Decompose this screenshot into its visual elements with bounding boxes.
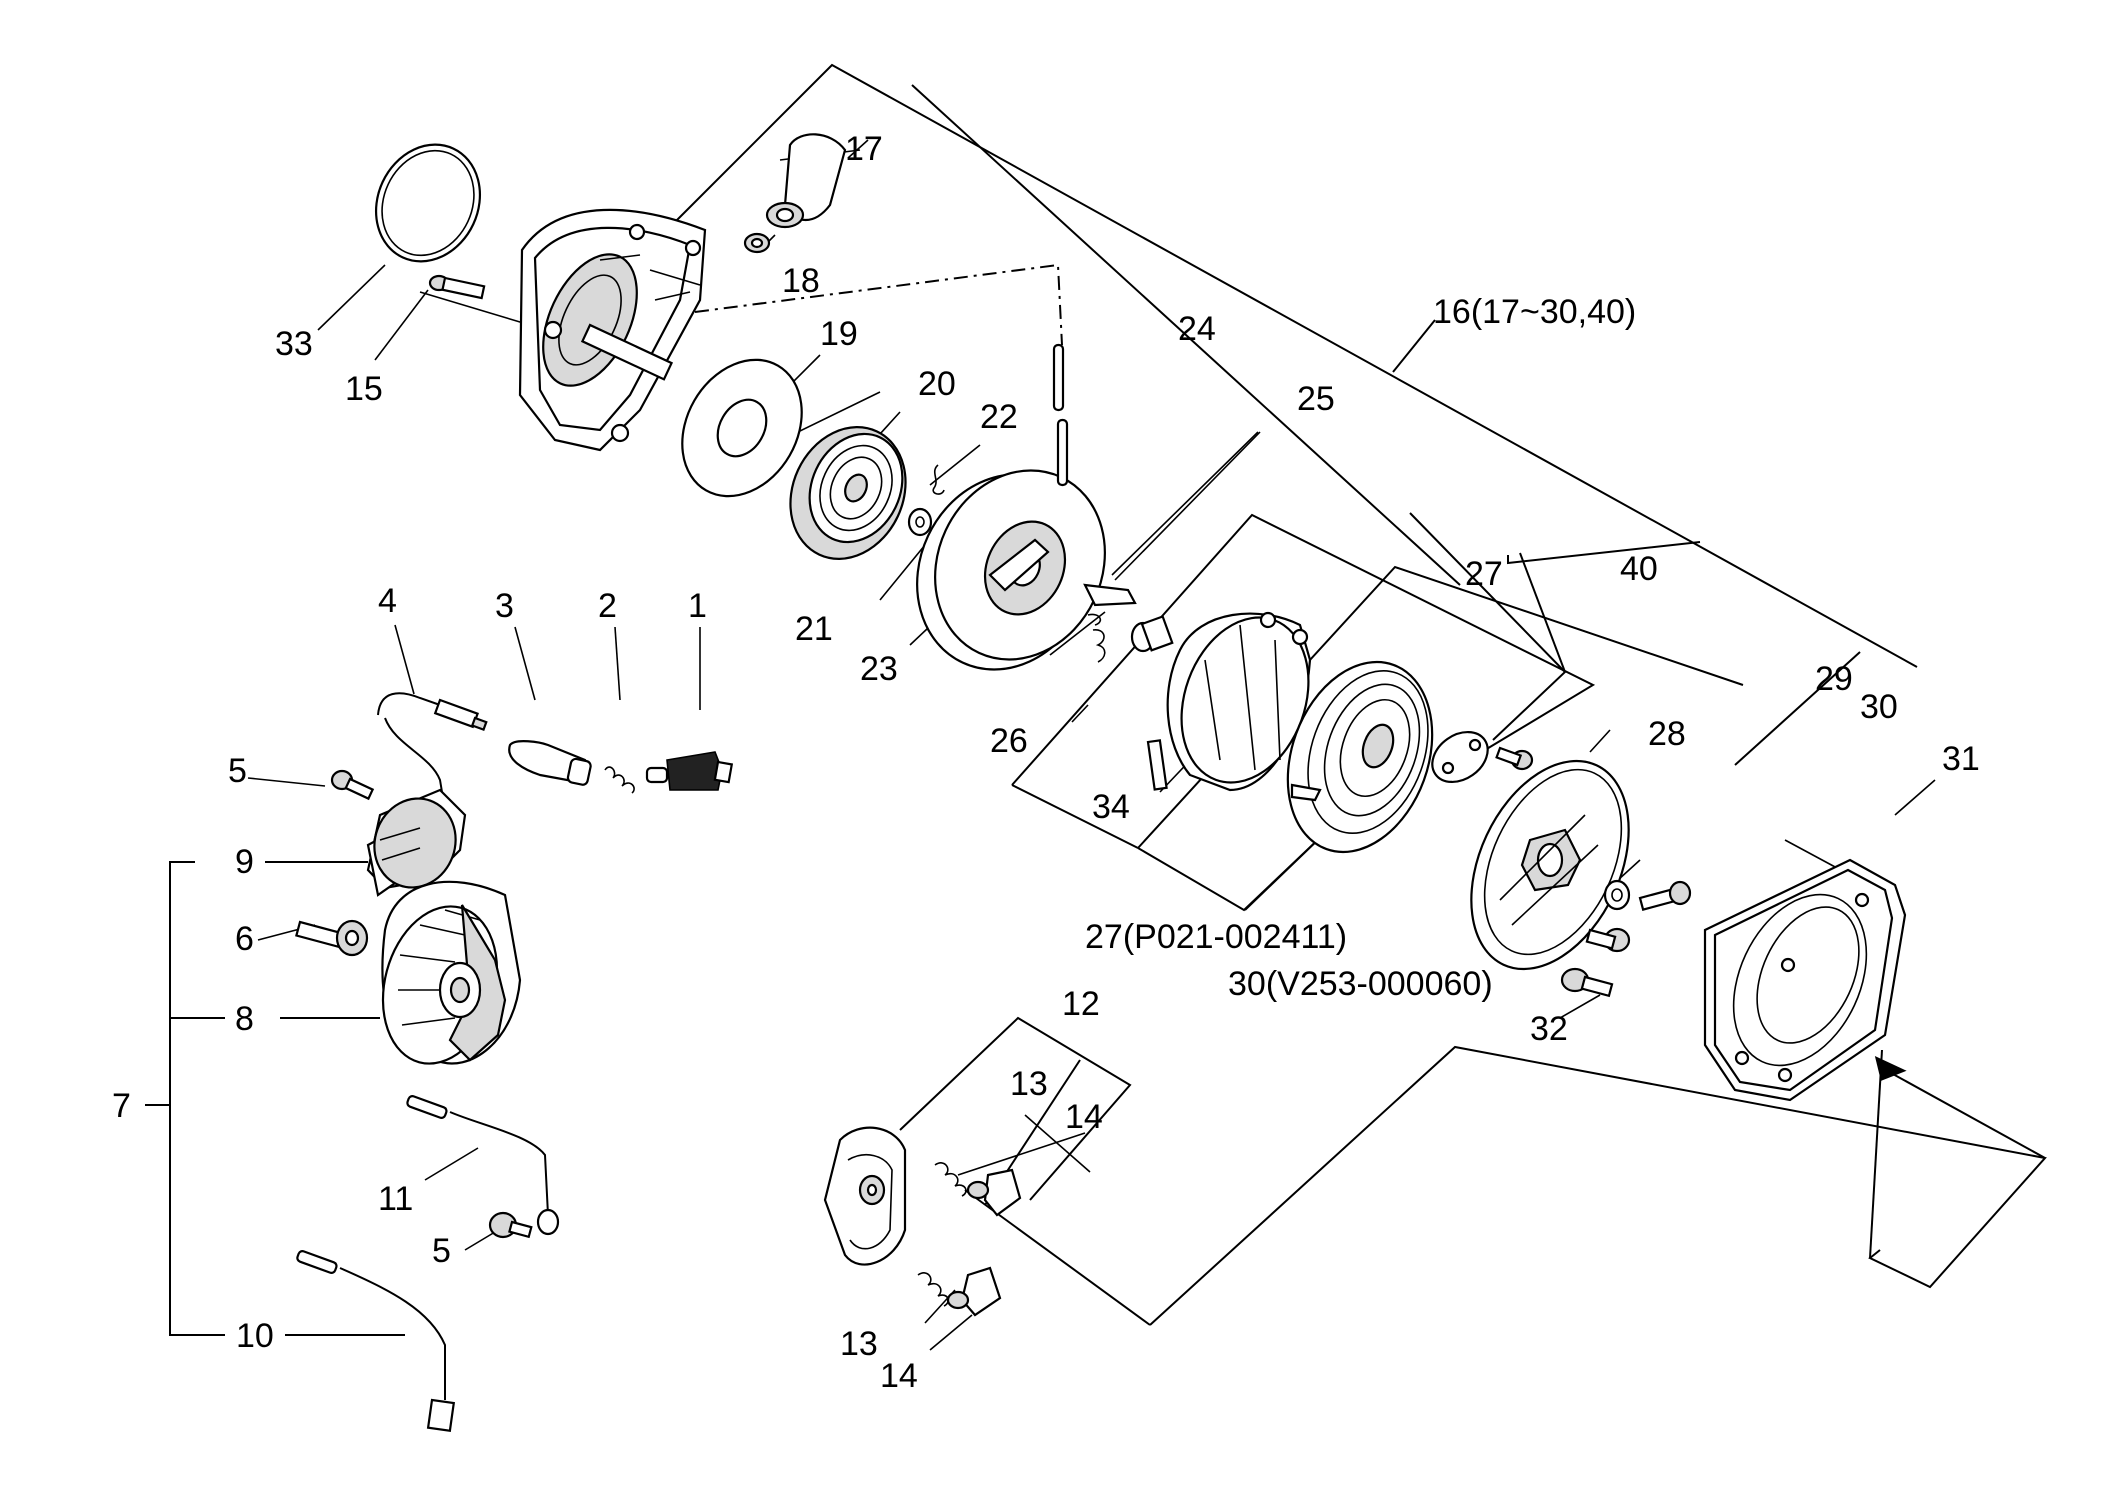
label-4: 4	[378, 582, 397, 620]
label-13-lower: 13	[840, 1325, 878, 1363]
label-30-v253: 30(V253-000060)	[1228, 965, 1493, 1003]
ignition-coil-part	[366, 788, 467, 897]
label-32: 32	[1530, 1010, 1568, 1048]
washer-29-part	[1603, 879, 1631, 911]
screw-30-part	[1638, 880, 1692, 911]
pawl-14-lower-part	[946, 1266, 1002, 1317]
clip-22-part	[932, 464, 945, 495]
drum-case-part	[1166, 611, 1312, 792]
label-23: 23	[860, 650, 898, 688]
label-21: 21	[795, 610, 833, 648]
label-33: 33	[275, 325, 313, 363]
label-30: 30	[1860, 688, 1898, 726]
washer-plate-part	[681, 358, 803, 498]
ignition-lead-part	[377, 692, 488, 811]
label-40: 40	[1620, 550, 1658, 588]
assembly-arrow	[964, 1045, 2047, 1326]
pulley-hub-part	[823, 1126, 907, 1266]
spring-2-part	[604, 766, 635, 794]
ground-wire-part	[406, 1095, 560, 1236]
nut-6-part	[295, 919, 369, 957]
plug-cap-part	[508, 740, 592, 786]
part-labels: 1 2 3 4 5 5 6 7 8 9 10 11 12 13 13 14 14…	[112, 130, 1980, 1395]
label-9: 9	[235, 843, 254, 881]
label-22: 22	[980, 398, 1018, 436]
label-31: 31	[1942, 740, 1980, 778]
label-29: 29	[1815, 660, 1853, 698]
o-ring-part	[374, 143, 482, 263]
label-18: 18	[782, 262, 820, 300]
pawl-14-upper-part	[966, 1168, 1022, 1217]
starter-handle-part	[765, 133, 847, 229]
label-11: 11	[378, 1180, 413, 1218]
bolt-30-part	[1585, 927, 1631, 953]
stop-wire-part	[296, 1250, 456, 1433]
pin-24-part	[1052, 343, 1069, 487]
plate-screw-part	[1495, 746, 1534, 771]
label-5-upper: 5	[228, 752, 247, 790]
spring-26-part	[1087, 613, 1106, 663]
alignment-dash-line	[694, 263, 1063, 346]
spark-plug-part	[645, 751, 734, 791]
label-12: 12	[1062, 985, 1100, 1023]
spring-13-lower-part	[917, 1272, 950, 1307]
label-5-lower: 5	[432, 1232, 451, 1270]
fan-housing-part	[1703, 858, 1907, 1102]
label-24: 24	[1178, 310, 1216, 348]
screw-15-part	[428, 274, 486, 300]
label-14-lower: 14	[880, 1357, 918, 1395]
label-34: 34	[1092, 788, 1130, 826]
coil-spring-unit-part	[1286, 660, 1434, 854]
pulley-plate-part	[1470, 759, 1630, 971]
label-8: 8	[235, 1000, 254, 1038]
pawl-25-part	[1083, 583, 1137, 607]
bolt-32-part	[1560, 967, 1614, 998]
spiral-spring-part	[789, 426, 907, 560]
label-27: 27	[1465, 555, 1503, 593]
label-1: 1	[688, 587, 707, 625]
reel-pulley-part	[916, 469, 1106, 671]
spring-13-upper-part	[934, 1162, 967, 1197]
label-7: 7	[112, 1087, 131, 1125]
label-26: 26	[990, 722, 1028, 760]
flywheel-part	[381, 880, 522, 1065]
starter-case-part	[518, 208, 707, 452]
label-20: 20	[918, 365, 956, 403]
label-13-upper: 13	[1010, 1065, 1048, 1103]
label-16: 16(17~30,40)	[1433, 293, 1636, 331]
bushing-34-part	[1130, 615, 1174, 791]
label-3: 3	[495, 587, 514, 625]
washer-21-part	[907, 507, 933, 537]
label-10: 10	[236, 1317, 274, 1355]
label-6: 6	[235, 920, 254, 958]
label-27-p021: 27(P021-002411)	[1085, 918, 1347, 956]
label-19: 19	[820, 315, 858, 353]
label-14-upper: 14	[1065, 1098, 1103, 1136]
label-25: 25	[1297, 380, 1335, 418]
label-28: 28	[1648, 715, 1686, 753]
label-2: 2	[598, 587, 617, 625]
label-15: 15	[345, 370, 383, 408]
label-17: 17	[845, 130, 883, 168]
bushing-18-part	[743, 232, 771, 254]
small-plate-part	[1431, 730, 1489, 784]
screw-5-upper-part	[330, 769, 375, 801]
screw-5-lower-part	[488, 1211, 533, 1239]
